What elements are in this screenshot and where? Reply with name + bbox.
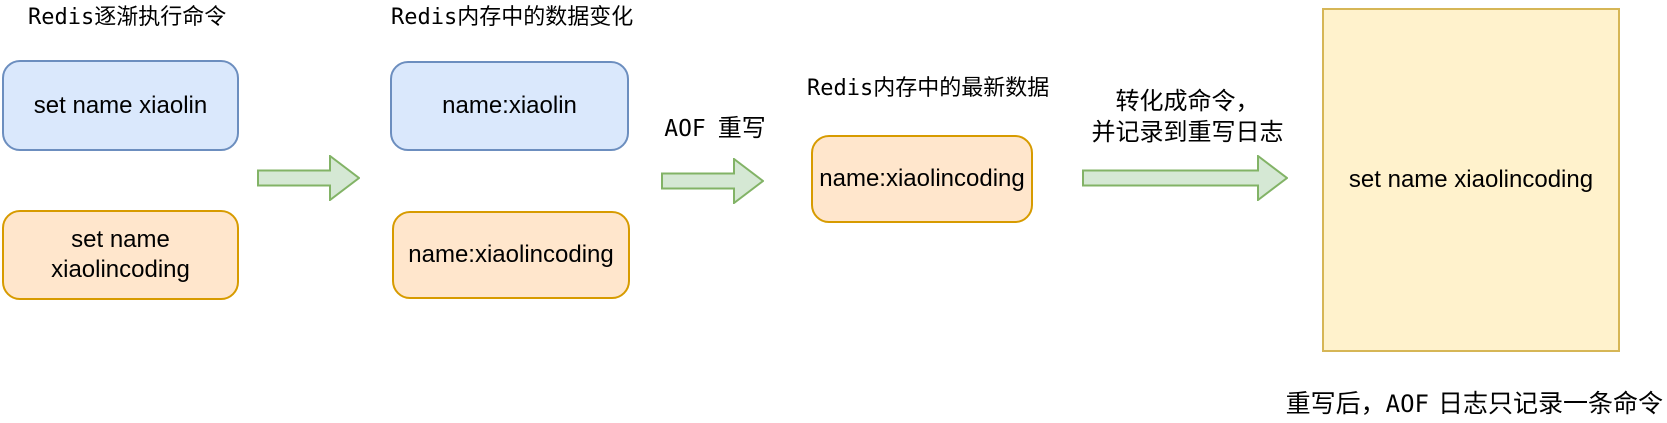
bottom-caption: 重写后，AOF 日志只记录一条命令	[1286, 384, 1663, 420]
stage3-title-text: 内存中的最新数据	[873, 75, 1050, 100]
stage1-command-box-set-name-xiaolin: set name xiaolin	[2, 60, 239, 151]
caption-post: 日志只记录一条命令	[1437, 390, 1663, 418]
stage3-latest-data-box: name:xiaolincoding	[811, 135, 1033, 223]
aof-rewrite-label: AOF 重写	[650, 113, 780, 145]
arrow-right-icon	[257, 155, 360, 201]
stage1-command-box2-label: set name xiaolincoding	[51, 226, 190, 283]
aof-rewrite-label-text: 重写	[717, 115, 766, 142]
convert-label: 转化成命令， 并记录到重写日志	[1075, 86, 1300, 148]
aof-rewrite-arrow-icon	[661, 158, 764, 204]
convert-label-line2: 并记录到重写日志	[1091, 119, 1284, 146]
stage1-title: Redis逐渐执行命令	[28, 4, 226, 31]
stage3-title: Redis内存中的最新数据	[807, 75, 1049, 102]
caption-aof: AOF	[1385, 390, 1429, 418]
stage2-title-redis: Redis	[391, 5, 458, 30]
convert-arrow-icon	[1082, 155, 1288, 201]
stage3-title-redis: Redis	[807, 76, 874, 101]
stage1-title-redis: Redis	[28, 5, 95, 30]
stage1-title-text: 逐渐执行命令	[94, 4, 227, 29]
stage2-title: Redis内存中的数据变化	[391, 4, 633, 31]
aof-rewrite-label-aof: AOF	[664, 116, 706, 142]
caption-pre: 重写后，	[1285, 390, 1386, 418]
convert-label-line1: 转化成命令，	[1115, 88, 1260, 115]
stage4-aof-log-box-label: set name xiaolincoding	[1348, 166, 1594, 193]
stage2-memory-box2-label: name:xiaolincoding	[408, 241, 614, 268]
stage2-memory-box-name-xiaolincoding: name:xiaolincoding	[392, 211, 630, 299]
stage2-title-text: 内存中的数据变化	[457, 4, 634, 29]
stage1-command-box-set-name-xiaolincoding: set name xiaolincoding	[2, 210, 239, 300]
stage2-memory-box-name-xiaolin: name:xiaolin	[390, 61, 629, 151]
stage4-aof-log-box: set name xiaolincoding	[1322, 8, 1620, 352]
stage3-latest-data-box-label: name:xiaolincoding	[819, 165, 1025, 192]
stage1-command-box-label: set name xiaolin	[33, 91, 208, 119]
stage2-memory-box-label: name:xiaolin	[442, 92, 577, 119]
